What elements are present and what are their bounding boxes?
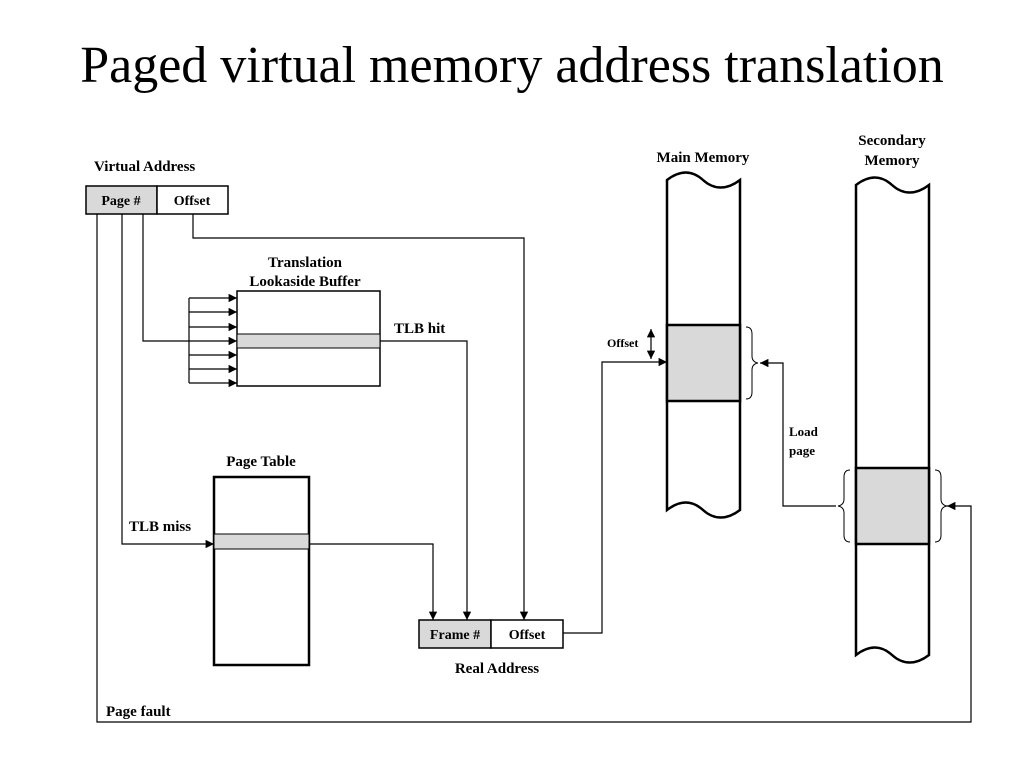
tlb-title-line1: Translation [268, 255, 343, 271]
main-memory-brace [745, 326, 759, 400]
tlb-hit-entry [236, 333, 381, 349]
main-memory-strip [665, 171, 742, 519]
tlb-title-line2: Lookaside Buffer [249, 274, 361, 290]
real-address-to-memory-arrow [563, 357, 667, 634]
frame-number-field [418, 619, 492, 649]
tlb-miss-arrow [121, 214, 214, 549]
page-number-label: Page # [101, 194, 140, 209]
page-table-entry [213, 533, 310, 550]
secondary-left-brace [837, 469, 851, 543]
offset-label: Offset [174, 194, 211, 209]
tlb-box [236, 290, 381, 387]
tlb-miss-label: TLB miss [129, 519, 191, 535]
main-memory-frame [665, 323, 742, 403]
real-address-label: Real Address [455, 661, 539, 677]
load-page-label-line1: Load [789, 424, 819, 439]
slide-title: Paged virtual memory address translation [80, 37, 944, 94]
virtual-address-label: Virtual Address [94, 159, 195, 175]
real-offset-label: Offset [509, 628, 546, 643]
tlb-search-arrows [188, 293, 237, 388]
load-page-label-line2: page [789, 443, 815, 458]
tlb-hit-arrow [380, 340, 472, 620]
offset-passthrough-arrow [192, 214, 529, 620]
secondary-memory-page [854, 466, 931, 546]
real-offset-field [490, 619, 564, 649]
load-page-arrow [760, 358, 836, 507]
page-fault-label: Page fault [106, 704, 171, 720]
tlb-hit-label: TLB hit [394, 321, 445, 337]
main-memory-label: Main Memory [657, 150, 750, 166]
page-table-label: Page Table [226, 454, 296, 470]
offset-field [156, 185, 229, 215]
secondary-memory-label-line1: Secondary [858, 133, 926, 149]
secondary-memory-strip [854, 176, 931, 664]
pagetable-to-frame-arrow [309, 543, 438, 620]
page-table-box [212, 475, 311, 667]
virtual-address-box: Page # Offset [85, 185, 229, 215]
secondary-right-brace [934, 469, 948, 543]
page-number-field [85, 185, 158, 215]
memory-offset-label: Offset [607, 336, 638, 350]
frame-number-label: Frame # [430, 628, 480, 643]
real-address-box: Frame # Offset [418, 619, 564, 649]
secondary-memory-label-line2: Memory [865, 153, 920, 169]
page-fault-arrow [96, 214, 972, 723]
page-to-tlb-line [142, 214, 189, 342]
